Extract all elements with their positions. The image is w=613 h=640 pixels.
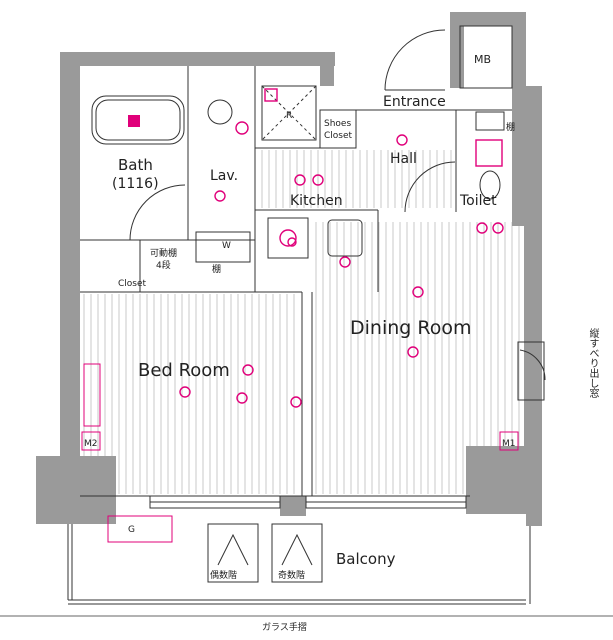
- w-label: W: [222, 241, 231, 251]
- r-label: R: [286, 111, 292, 121]
- bath-label: Bath: [118, 156, 153, 174]
- walls: [36, 12, 542, 526]
- balcony-area: [67, 524, 531, 605]
- odd-floor-label: 奇数階: [278, 569, 305, 581]
- hall-floor-stripes: [261, 150, 452, 208]
- shelf-count-label: 4段: [156, 259, 171, 271]
- dining-room-label: Dining Room: [350, 317, 471, 339]
- kitchen-label: Kitchen: [290, 193, 343, 209]
- outlet-icon: [290, 396, 302, 408]
- outlet-icon: [214, 190, 226, 202]
- balcony-label: Balcony: [336, 550, 396, 568]
- outlet-icon: [236, 392, 248, 404]
- shelf-label: 棚: [212, 263, 221, 275]
- outlet-icon: [242, 364, 254, 376]
- g-label: G: [128, 525, 135, 535]
- vertical-window-label: 縦すべり出し窓: [587, 328, 598, 398]
- closet-label: Closet: [118, 279, 147, 289]
- electrical-outlets: [179, 134, 504, 408]
- shower-area-x: [261, 85, 317, 141]
- lav-label: Lav.: [210, 168, 238, 184]
- outlet-icon: [179, 386, 191, 398]
- bed-room-label: Bed Room: [138, 360, 230, 381]
- closet-sub-label: Closet: [324, 131, 353, 141]
- toilet-shelf-label: 棚: [506, 121, 515, 133]
- movable-shelf-label: 可動棚: [150, 247, 177, 259]
- outlet-icon: [339, 256, 351, 268]
- entrance-label: Entrance: [383, 94, 446, 110]
- mb-label: MB: [474, 53, 491, 66]
- outlet-icon: [476, 222, 488, 234]
- outlet-icon: [407, 346, 419, 358]
- outlet-icon: [294, 174, 306, 186]
- shoes-label: Shoes: [324, 119, 351, 129]
- m1-label: M1: [502, 439, 516, 449]
- outlet-icon: [312, 174, 324, 186]
- balcony-windows: [149, 495, 467, 509]
- toilet-label: Toilet: [459, 193, 497, 209]
- dining-floor-stripes: [315, 222, 520, 494]
- toilet-icon: [475, 111, 505, 200]
- bedroom-floor-stripes: [83, 294, 295, 494]
- washer-area: [195, 231, 251, 263]
- m1-box: [499, 431, 519, 451]
- floor-boards-bedroom: [80, 292, 302, 492]
- gas-meter: [107, 515, 173, 543]
- glass-railing-label: ガラス手摺: [262, 621, 307, 633]
- stove-icon: [267, 217, 309, 259]
- door-swing-icon: [129, 29, 546, 401]
- m2-box: [81, 363, 101, 451]
- kitchen-sink-icon: [327, 219, 363, 257]
- hall-label: Hall: [390, 151, 417, 167]
- sink-icon: [207, 99, 249, 135]
- m2-label: M2: [84, 439, 98, 449]
- bath-size-label: (1116): [112, 176, 159, 192]
- outlet-icon: [396, 134, 408, 146]
- stair-hatch-odd: [271, 523, 323, 583]
- bathtub-icon: [91, 95, 185, 145]
- outlet-icon: [492, 222, 504, 234]
- outlet-icon: [412, 286, 424, 298]
- even-floor-label: 偶数階: [210, 569, 237, 581]
- stair-hatch-even: [207, 523, 259, 583]
